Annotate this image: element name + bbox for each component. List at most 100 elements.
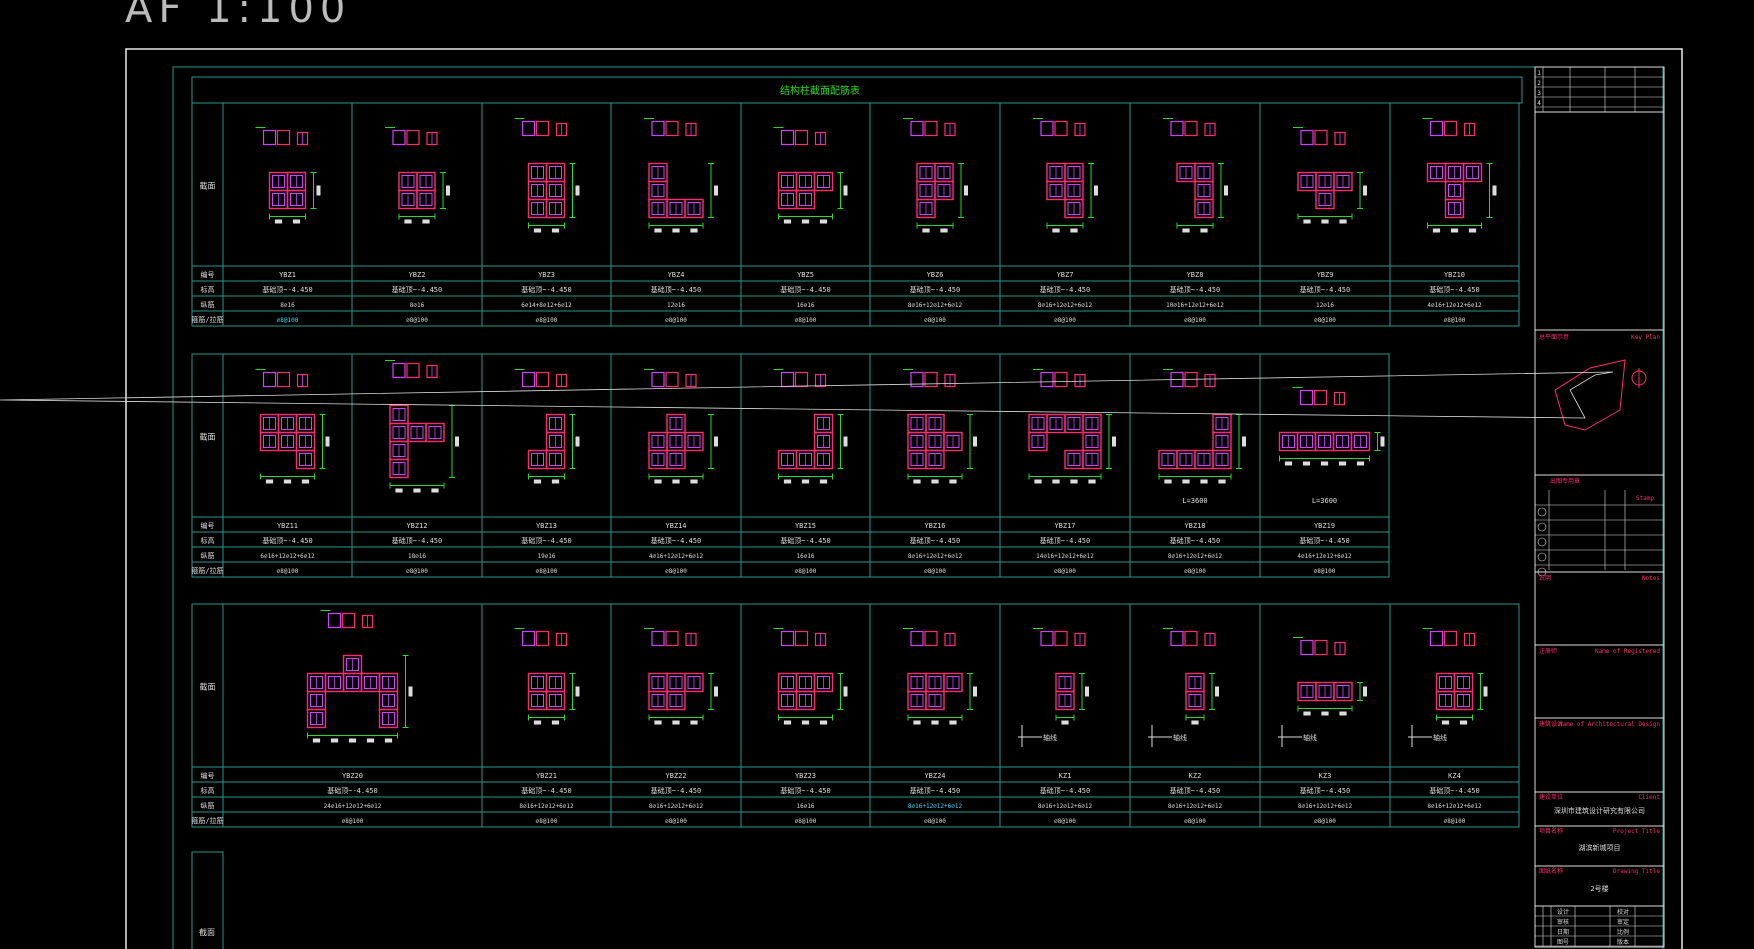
- revision-circle-icon: [1537, 507, 1547, 517]
- column-section: [514, 628, 580, 725]
- column-longitudinal: 8∅16+12∅12+6∅12: [1038, 302, 1093, 309]
- drawing-name: 2号楼: [1590, 884, 1608, 893]
- detail-symbol: [341, 612, 356, 629]
- column-longitudinal: 8∅16+12∅12+6∅12: [908, 302, 963, 309]
- section-cell: [795, 189, 816, 210]
- section-cell: [306, 708, 327, 729]
- column-elevation: 基础顶~-4.450: [780, 536, 831, 545]
- detail-symbol: [521, 120, 536, 137]
- dimension-text: [1052, 228, 1060, 233]
- column-section: [514, 118, 580, 233]
- detail-symbol: [1040, 630, 1054, 647]
- dimension-text: [654, 479, 662, 484]
- section-cell: [1064, 198, 1084, 219]
- section-cell: [295, 449, 316, 470]
- column-number: YBZ18: [1184, 522, 1205, 530]
- schedule-table-row2: 截面编号标高纵筋箍筋/拉筋YBZ11基础顶~-4.4506∅16+12∅12+6…: [191, 353, 1390, 578]
- architect-label: 建筑设计: [1539, 720, 1563, 728]
- dimension-text: [533, 228, 542, 233]
- dimension-text: [913, 720, 921, 725]
- dimension-text: [1302, 461, 1311, 466]
- column-elevation: 基础顶~-4.450: [262, 536, 313, 545]
- scale-label: AF 1:100: [125, 0, 352, 32]
- dimension-text: [690, 479, 698, 484]
- detail-symbol: [535, 630, 550, 647]
- dimension-text: [312, 738, 321, 743]
- column-number: YBZ17: [1054, 522, 1075, 530]
- column-section: [903, 369, 977, 484]
- column-number: YBZ15: [795, 522, 816, 530]
- column-longitudinal: 12∅16: [1316, 302, 1334, 309]
- dimension-text: [575, 436, 580, 447]
- column-stirrup: ∅8@100: [795, 568, 817, 575]
- engineer-label-en: Name of Registered: [1595, 648, 1660, 655]
- dimension-text: [1492, 185, 1497, 196]
- title-block-cell: 图号: [1557, 939, 1569, 946]
- dimension-text: [1284, 461, 1293, 466]
- dimension-text: [431, 488, 439, 493]
- detail-symbol: [392, 129, 406, 146]
- detail-symbol: [1314, 639, 1328, 656]
- column-number: YBZ24: [924, 772, 945, 780]
- dimension-text: [1339, 219, 1347, 224]
- column-stirrup: ∅8@100: [1184, 818, 1206, 825]
- axis-label: 轴线: [1433, 733, 1447, 742]
- project-label: 项目名称: [1539, 827, 1563, 835]
- column-longitudinal: 12∅16: [667, 302, 685, 309]
- column-number: YBZ7: [1057, 271, 1074, 279]
- dimension-text: [843, 686, 848, 697]
- section-cell: [1333, 171, 1353, 192]
- dimension-text: [801, 720, 810, 725]
- column-number: KZ2: [1189, 772, 1202, 780]
- dimension-text: [1191, 720, 1199, 725]
- column-elevation: 基础顶~-4.450: [910, 786, 961, 795]
- column-cell: L=3600YBZ19基础顶~-4.4504∅16+12∅12+6∅12∅8@1…: [1278, 387, 1385, 575]
- section-cell: [527, 449, 548, 470]
- dimension-text: [783, 720, 792, 725]
- column-elevation: 基础顶~-4.450: [262, 285, 313, 294]
- column-number: YBZ21: [536, 772, 557, 780]
- column-elevation: 基础顶~-4.450: [1299, 536, 1350, 545]
- schedule-table-row3: 截面编号标高纵筋箍筋/拉筋YBZ20基础顶~-4.45024∅16+12∅12+…: [191, 603, 1520, 828]
- key-plan-site: [1554, 359, 1626, 431]
- detail-symbol: [535, 371, 550, 388]
- section-cell: [925, 449, 945, 470]
- axis-label: 轴线: [1173, 733, 1187, 742]
- detail-symbol: [262, 129, 277, 146]
- column-number: YBZ16: [924, 522, 945, 530]
- dimension-text: [819, 219, 828, 224]
- column-elevation: 基础顶~-4.450: [521, 285, 572, 294]
- column-stirrup: ∅8@100: [406, 317, 428, 324]
- section-cell: [1185, 690, 1205, 711]
- detail-symbol: [1300, 129, 1314, 146]
- column-number: YBZ23: [795, 772, 816, 780]
- column-stirrup: ∅8@100: [277, 317, 299, 324]
- column-longitudinal: 18∅16: [408, 553, 426, 560]
- column-number: YBZ14: [665, 522, 686, 530]
- row-header-section: 截面: [200, 682, 216, 692]
- dimension-text: [1215, 686, 1219, 697]
- column-longitudinal: 8∅16: [280, 302, 295, 309]
- column-stirrup: ∅8@100: [1314, 568, 1336, 575]
- column-elevation: 基础顶~-4.450: [1429, 786, 1480, 795]
- dimension-text: [1034, 479, 1042, 484]
- detail-symbol: [1429, 630, 1444, 647]
- dimension-text: [575, 185, 580, 196]
- detail-symbol: [1054, 120, 1068, 137]
- column-elevation: 基础顶~-4.450: [780, 285, 831, 294]
- dimension-text: [1070, 228, 1078, 233]
- dimension-text: [292, 219, 301, 224]
- column-number: YBZ1: [279, 271, 296, 279]
- detail-symbol: [521, 630, 536, 647]
- detail-symbol: [924, 630, 938, 647]
- dimension-text: [922, 228, 930, 233]
- column-stirrup: ∅8@100: [665, 818, 687, 825]
- column-number: KZ3: [1319, 772, 1332, 780]
- detail-symbol: [262, 371, 277, 388]
- column-section: [1033, 118, 1098, 233]
- row-header: 标高: [201, 786, 215, 795]
